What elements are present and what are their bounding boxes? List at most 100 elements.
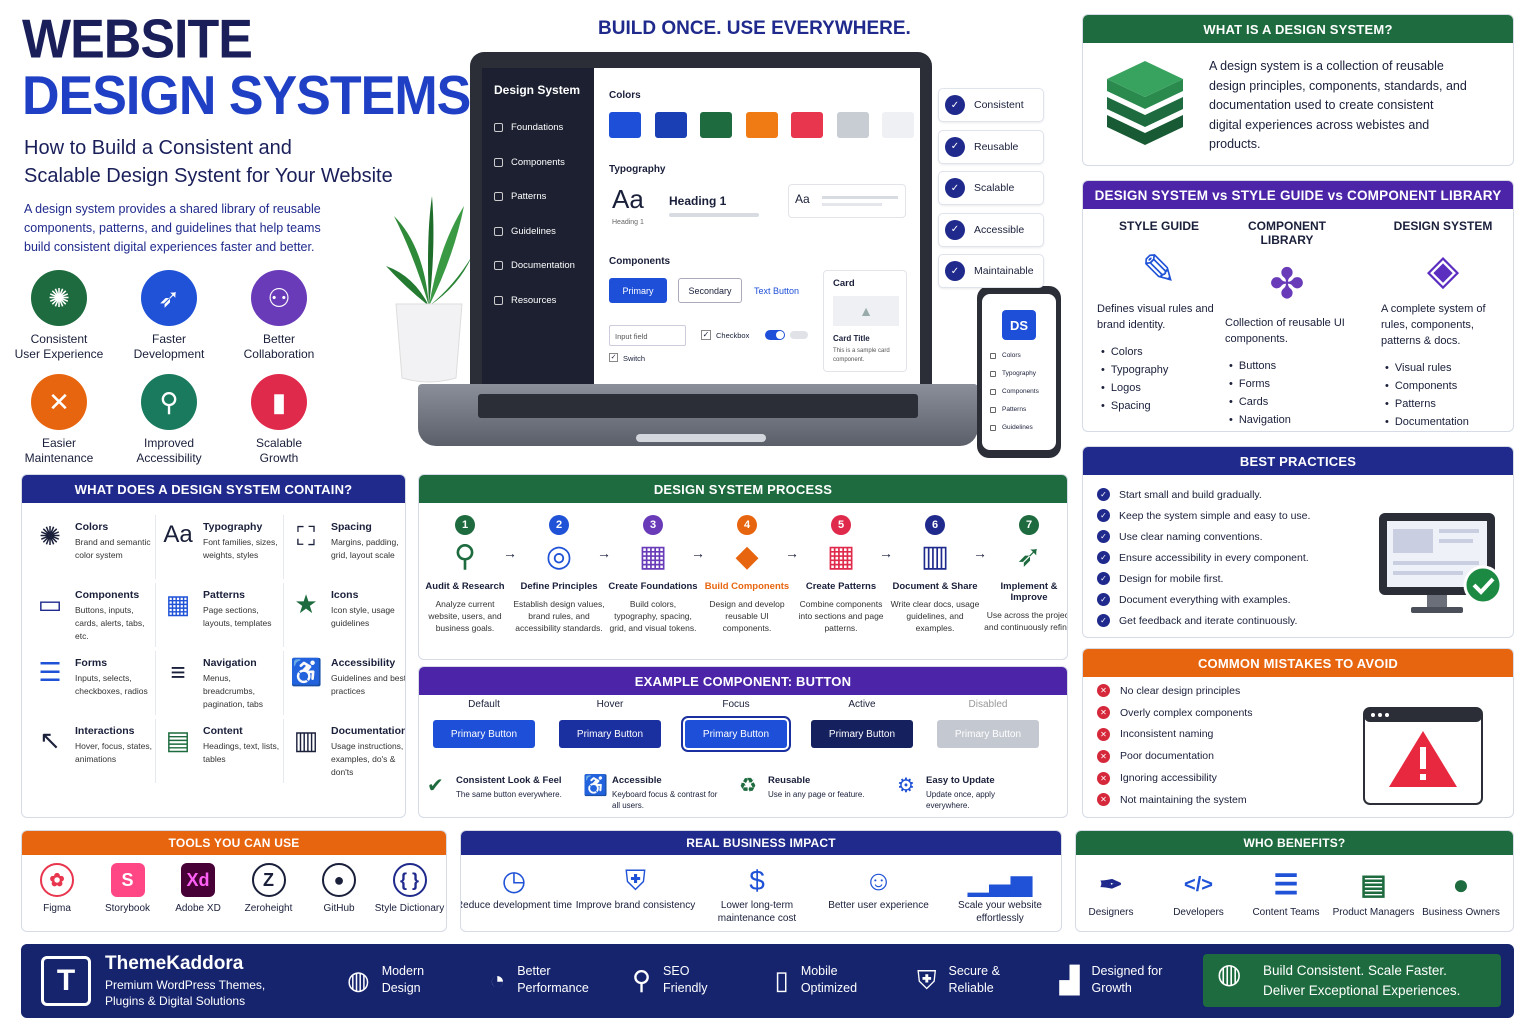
heading-sample: Heading 1: [669, 194, 727, 208]
sample-toggle-off[interactable]: [790, 331, 808, 339]
phone-nav-label: Guidelines: [1002, 424, 1033, 431]
sample-input-field[interactable]: Input field: [609, 325, 686, 346]
best-practice-text: Start small and build gradually.: [1119, 488, 1262, 501]
sample-checkbox[interactable]: ✓: [701, 330, 711, 340]
phone-nav-item[interactable]: Colors: [990, 352, 1021, 359]
puzzle-icon: ✤: [1269, 260, 1305, 307]
phone-nav-item[interactable]: Typography: [990, 370, 1036, 377]
tool-item[interactable]: { }Style Dictionary: [375, 863, 445, 915]
x-circle-icon: ✕: [1097, 727, 1110, 741]
footer-feature-line2: Friendly: [663, 981, 708, 995]
sample-primary-button[interactable]: Primary: [609, 278, 667, 303]
ds-nav-item[interactable]: Documentation: [494, 260, 575, 271]
best-practice-text: Ensure accessibility in every component.: [1119, 551, 1309, 564]
primary-button-focus[interactable]: Primary Button: [681, 716, 791, 752]
primary-button-hover[interactable]: Primary Button: [559, 720, 661, 748]
value-pill-label: Scalable: [974, 182, 1015, 194]
footer-feature-line2: Reliable: [948, 981, 994, 995]
step-number: 4: [737, 515, 757, 535]
color-swatch[interactable]: [654, 112, 687, 138]
compare-column-desc: Collection of reusable UI components.: [1225, 317, 1345, 345]
footer-feature-line1: Secure &: [948, 964, 1000, 978]
primary-button-disabled[interactable]: Primary Button: [937, 720, 1039, 748]
globe-icon: ◍: [1217, 958, 1242, 989]
hero-subtitle: How to Build a Consistent and Scalable D…: [24, 134, 393, 190]
x-circle-icon: ✕: [1097, 771, 1110, 785]
contain-item-desc: Menus, breadcrumbs, pagination, tabs: [203, 673, 264, 709]
benefit-label-1: Faster: [151, 332, 186, 346]
value-pill-label: Maintainable: [974, 265, 1034, 277]
button-state-label: Default: [468, 699, 500, 710]
ds-nav-item[interactable]: Components: [494, 157, 565, 168]
ds-nav-item[interactable]: Foundations: [494, 122, 563, 133]
who-panel: WHO BENEFITS? ✒Designers</>Developers☰Co…: [1075, 830, 1514, 932]
color-swatch[interactable]: [882, 112, 914, 138]
feature-desc: The same button everywhere.: [456, 790, 562, 799]
color-swatch[interactable]: [609, 112, 641, 138]
sample-text-button[interactable]: Text Button: [754, 286, 800, 296]
mobile-icon: ▯: [774, 964, 789, 995]
step-desc: Design and develop reusable UI component…: [709, 599, 785, 633]
seo-search-icon: ⚲: [632, 964, 652, 995]
palette-icon: ✺: [39, 521, 61, 551]
tool-name: Adobe XD: [175, 903, 221, 914]
compare-bullet-text: Cards: [1238, 396, 1269, 408]
mockup-headline: BUILD ONCE. USE EVERYWHERE.: [598, 18, 911, 39]
rocket-icon: ➶: [141, 270, 197, 326]
contain-item-desc: Page sections, layouts, templates: [203, 605, 272, 628]
ds-nav-item[interactable]: Resources: [494, 295, 556, 306]
compare-bullet: •Visual rules: [1385, 362, 1452, 374]
color-swatch[interactable]: [700, 112, 732, 138]
primary-button-default[interactable]: Primary Button: [433, 720, 535, 748]
feature-title: Easy to Update: [926, 775, 995, 786]
ds-nav-label: Patterns: [511, 191, 547, 203]
arrow-right-icon: →: [785, 545, 799, 561]
clock-icon: ◷: [501, 865, 527, 896]
color-swatch[interactable]: [791, 112, 823, 138]
phone-nav-item[interactable]: Guidelines: [990, 424, 1033, 431]
ds-nav-item[interactable]: Patterns: [494, 191, 546, 202]
mistake-item: ✕No clear design principles: [1097, 680, 1252, 702]
compare-bullet: •Cards: [1229, 396, 1269, 408]
magnifier-icon: ⚲: [454, 540, 476, 573]
sample-toggle[interactable]: [765, 330, 785, 340]
brand-logo: T: [41, 956, 91, 1006]
target-icon: ◎: [545, 540, 573, 573]
phone-nav-label: Typography: [1002, 370, 1036, 377]
document-icon: ▤: [165, 725, 191, 755]
plant-illustration: [384, 196, 474, 386]
sample-secondary-button[interactable]: Secondary: [678, 278, 742, 303]
benefit-label-1: Easier: [41, 436, 76, 450]
tool-item[interactable]: ✿Figma: [22, 863, 92, 915]
tool-item[interactable]: ●GitHub: [304, 863, 374, 915]
cta-line1: Build Consistent. Scale Faster.: [1263, 963, 1447, 978]
aa-icon: Aa: [163, 521, 193, 548]
sample-switch-box[interactable]: ✓: [609, 353, 618, 362]
sample-card-desc: This is a sample card component.: [833, 348, 890, 363]
color-swatch[interactable]: [745, 112, 778, 138]
ds-nav-item[interactable]: Guidelines: [494, 226, 556, 237]
step-number: 7: [1019, 515, 1039, 535]
footer-cta[interactable]: ◍ Build Consistent. Scale Faster. Delive…: [1203, 954, 1501, 1007]
tool-name: Storybook: [104, 903, 151, 914]
compare-bullet-text: Patterns: [1394, 398, 1436, 410]
compare-bullet: •Logos: [1101, 382, 1141, 394]
impact-text: Scale your website effortlessly: [958, 900, 1042, 924]
primary-button-active[interactable]: Primary Button: [811, 720, 913, 748]
impact-text: Improve brand consistency: [575, 900, 696, 911]
compare-bullet-text: Components: [1394, 380, 1458, 392]
laptop-keyboard: [478, 394, 918, 418]
compare-column: COMPONENT LIBRARY✤Collection of reusable…: [1223, 219, 1351, 429]
compare-column-head: STYLE GUIDE: [1118, 219, 1199, 233]
color-swatch[interactable]: [836, 112, 869, 138]
phone-nav-item[interactable]: Components: [990, 388, 1039, 395]
button-state-label: Active: [848, 699, 876, 710]
phone-nav-item[interactable]: Patterns: [990, 406, 1026, 413]
grid-icon: ▦: [638, 540, 668, 573]
